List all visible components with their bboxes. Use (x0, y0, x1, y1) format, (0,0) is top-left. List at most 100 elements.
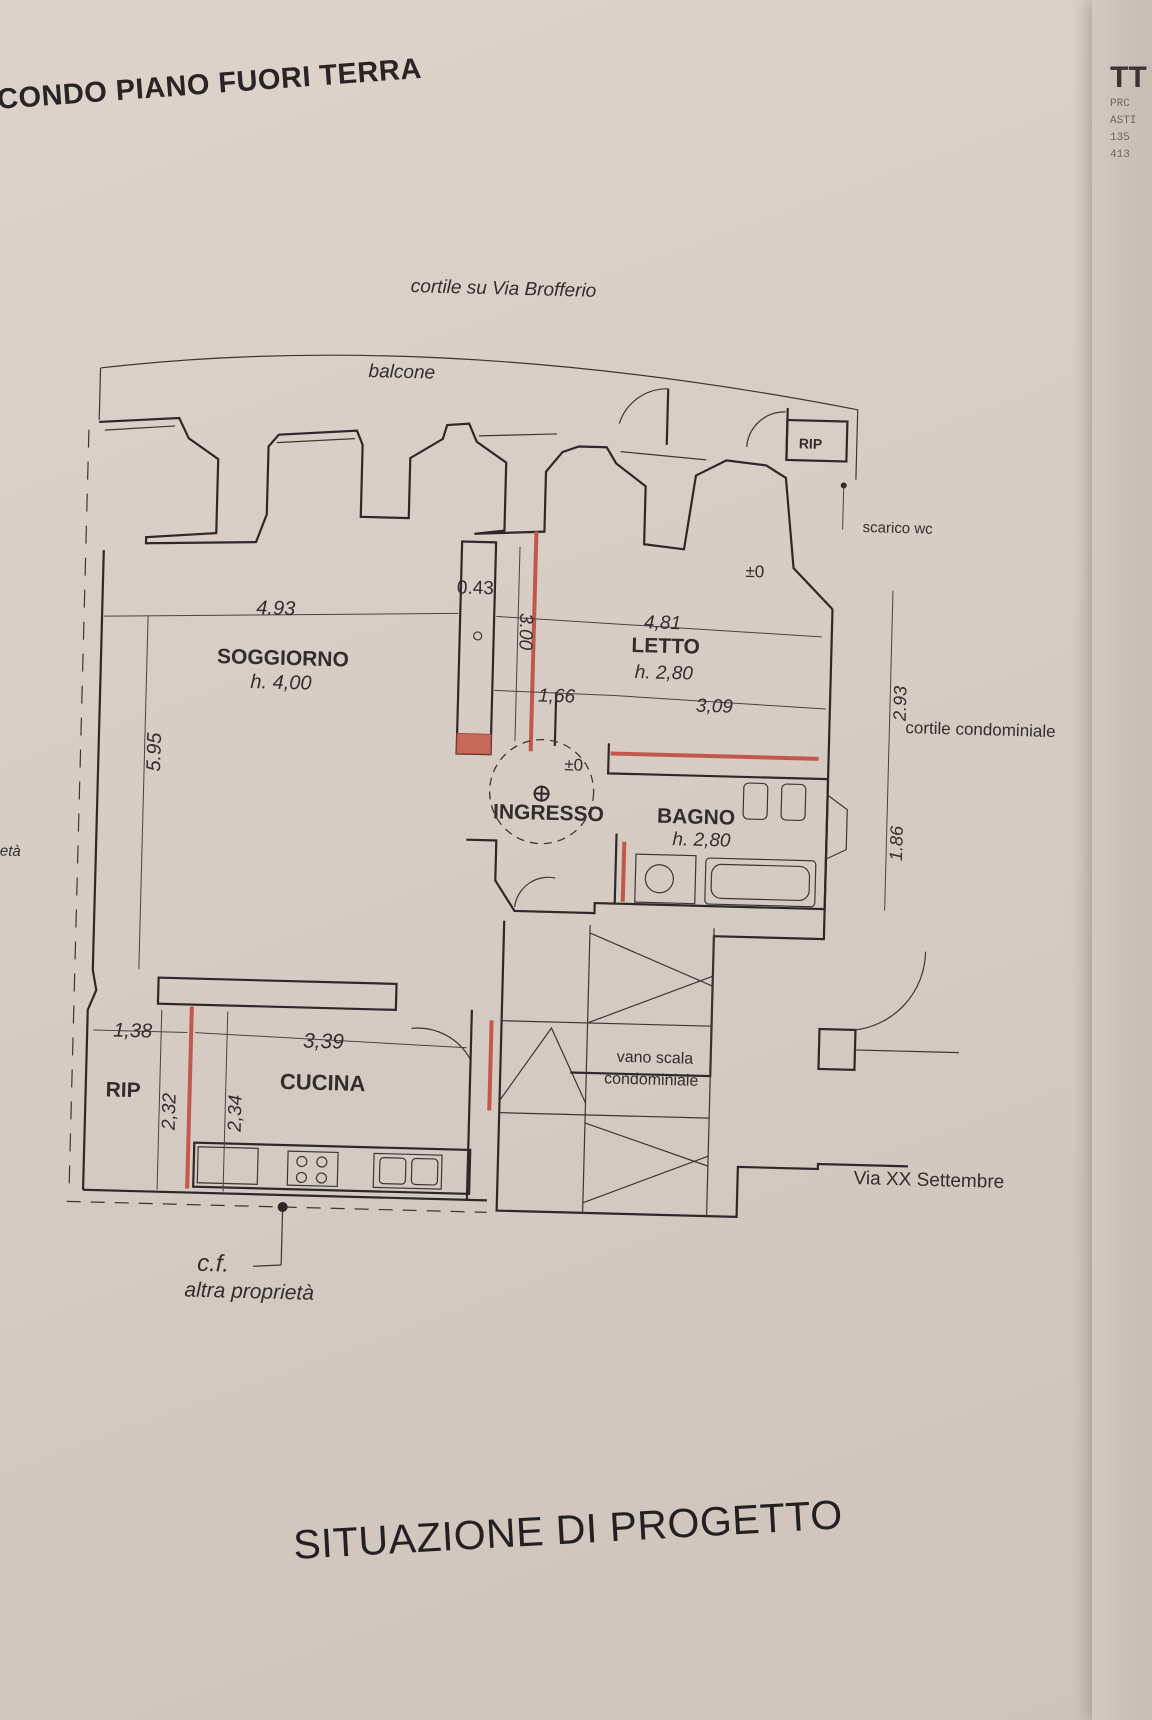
stair-tread (501, 1020, 712, 1027)
ingresso-name: INGRESSO (493, 800, 604, 826)
dashed-boundary (66, 1200, 487, 1213)
stair-arrow (587, 932, 714, 1024)
bathtub (704, 857, 817, 908)
stair-tread (499, 1112, 710, 1119)
burner (295, 1171, 308, 1184)
balcony-partition (785, 407, 789, 460)
bagno-name: BAGNO (657, 805, 736, 830)
courtyard-line (854, 1049, 959, 1054)
letto-height: h. 2,80 (634, 662, 693, 685)
dim-line-cucina-339 (195, 1032, 467, 1049)
dim-rip-232: 2,32 (159, 1092, 181, 1131)
dim-letto-309: 3,09 (696, 696, 734, 718)
wc (780, 783, 807, 822)
dim-cucina-234: 2,34 (225, 1094, 247, 1133)
adjacent-page-text: TT PRC ASTI 135 413 (1110, 60, 1152, 164)
counter-cabinet (196, 1146, 259, 1185)
edge-text-line: 135 (1110, 132, 1130, 144)
adjacent-page-edge (1092, 0, 1152, 1720)
rip-top-label: RIP (799, 435, 823, 452)
balcony-outline (100, 354, 859, 480)
bidet (742, 782, 769, 821)
burner (316, 1156, 328, 1168)
dim-wall-043: 0.43 (457, 577, 495, 599)
scarico-label: scarico wc (862, 519, 933, 538)
new-wall-red-line (528, 531, 539, 752)
cf-pointer (280, 1210, 284, 1266)
bagno-new-wall (610, 751, 819, 761)
dim-line-letto-300 (514, 546, 521, 741)
stove (286, 1150, 339, 1188)
stair-divider (705, 928, 715, 1217)
street-label: Via XX Settembre (853, 1168, 1004, 1193)
dim-rip-138: 1,38 (113, 1020, 153, 1043)
burner (315, 1172, 328, 1184)
edge-text-line: 413 (1110, 149, 1130, 161)
stair-divider (582, 924, 591, 1213)
floor-plan-drawing: cortile su Via Brofferio balcone RIP sca… (0, 276, 1056, 1305)
rip-left-name: RIP (105, 1078, 141, 1102)
soggiorno-height: h. 4,00 (250, 671, 312, 695)
courtyard-block (817, 1027, 857, 1072)
washbasin (634, 853, 697, 905)
balcony-partition (665, 388, 670, 445)
dim-line-right-293 (887, 590, 894, 783)
kitchen-partition (156, 976, 398, 1012)
exterior-wall-bottom (83, 1188, 487, 1202)
dim-letto-300: 3.00 (514, 613, 536, 651)
entry-door-arc (513, 876, 556, 908)
courtyard-arc (855, 951, 927, 1031)
ingresso-turning-circle (488, 738, 595, 845)
letto-level: ±0 (745, 562, 764, 581)
stair-hall-outline (495, 920, 908, 1219)
balcony-edge-left (98, 367, 102, 420)
dim-letto-166: 1,66 (538, 686, 576, 708)
bagno-wall-lower (613, 779, 830, 911)
vano-scala-line1: vano scala (616, 1049, 693, 1068)
soggiorno-name: SOGGIORNO (217, 645, 349, 671)
edge-text-line: PRC (1110, 98, 1130, 110)
kitchen-new-wall-right (487, 1020, 494, 1111)
courtyard-right-label: cortile condominiale (905, 718, 1056, 741)
stair-arrow (499, 1026, 587, 1104)
sink-bowl (378, 1157, 407, 1185)
edge-text-title: TT (1110, 61, 1147, 94)
dim-line-cucina-234 (222, 1011, 229, 1192)
dim-soggiorno-depth: 5.95 (143, 731, 166, 771)
dim-right-293: 2.93 (890, 686, 911, 723)
dim-letto-width: 4,81 (644, 612, 682, 634)
facade-inner-line (104, 425, 707, 461)
dim-line-right-186 (884, 782, 889, 911)
dim-line-letto-width (496, 615, 822, 638)
sink-bowl (410, 1157, 439, 1186)
washbasin-bowl (644, 864, 674, 894)
cf-pointer (253, 1264, 282, 1267)
kitchen-counter (192, 1141, 472, 1196)
vano-scala-line2: condominiale (604, 1070, 699, 1089)
cucina-name: CUCINA (280, 1069, 366, 1096)
balcony-door-arc (618, 388, 669, 424)
dim-line-rip-232 (156, 1009, 163, 1190)
new-wall-red (456, 732, 492, 755)
dim-right-186: 1.86 (886, 825, 907, 862)
pipe-marker (473, 631, 483, 641)
other-property-label: altra proprietà (184, 1278, 314, 1304)
ingresso-wall (466, 838, 615, 915)
left-cut-label: età (0, 842, 21, 860)
stair-arrow (582, 1122, 709, 1204)
dim-line-letto-309 (614, 695, 826, 710)
dim-line-letto-166 (494, 689, 615, 697)
burner (296, 1155, 308, 1168)
cf-label: c.f. (197, 1250, 230, 1278)
dim-line-rip-138 (93, 1029, 188, 1033)
sink (372, 1152, 443, 1190)
bathtub-inner (710, 863, 811, 902)
window-niche (825, 794, 848, 860)
letto-name: LETTO (631, 634, 700, 659)
facade-wall (99, 416, 834, 610)
balcony-label: balcone (368, 361, 435, 384)
kitchen-wall-right (465, 1009, 473, 1200)
scarico-line (842, 485, 845, 530)
dim-line-soggiorno-depth (138, 615, 149, 970)
exterior-wall-left (81, 550, 105, 1190)
